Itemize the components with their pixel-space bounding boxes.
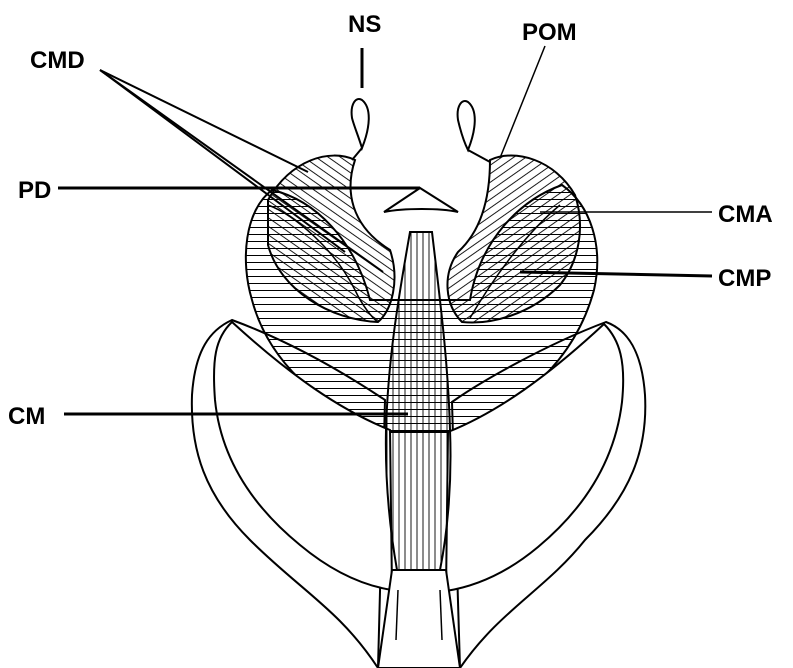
label-ns: NS	[348, 11, 381, 38]
label-cmd: CMD	[30, 47, 85, 74]
label-pom: POM	[522, 19, 577, 46]
pom-leader	[500, 46, 545, 158]
pd-plate	[384, 188, 458, 212]
label-cm: CM	[8, 403, 45, 430]
label-cma: CMA	[718, 201, 773, 228]
label-pd: PD	[18, 177, 51, 204]
cmd-leader-1	[100, 70, 308, 172]
label-cmp: CMP	[718, 265, 771, 292]
nerve-stalks	[352, 99, 490, 162]
